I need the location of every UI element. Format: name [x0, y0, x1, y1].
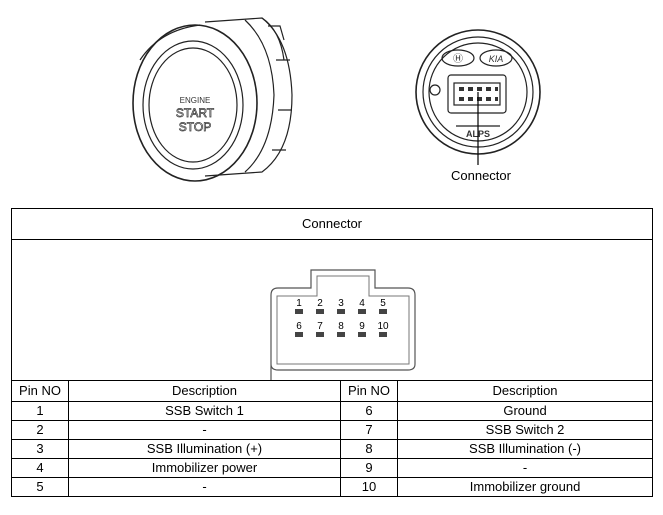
pin-contact	[358, 332, 366, 337]
pin-number-label: 4	[359, 298, 365, 309]
pin-number: 8	[340, 439, 398, 459]
connector-brand-left: Ⓗ	[453, 53, 463, 65]
header-description-left: Description	[68, 380, 341, 402]
pin-number-label: 9	[359, 321, 365, 332]
table-row: 1 SSB Switch 1 6 Ground	[11, 401, 654, 421]
pin-number: 3	[11, 439, 69, 459]
pin-description: -	[396, 458, 654, 478]
pin-number-label: 2	[317, 298, 323, 309]
table-row: 2 - 7 SSB Switch 2	[11, 420, 654, 440]
pin-contact	[295, 309, 303, 314]
pin-contact	[337, 309, 345, 314]
connector-brand-right: KIA	[489, 54, 504, 64]
pin-number: 2	[11, 420, 69, 440]
pin-contact	[379, 332, 387, 337]
connector-caption: Connector	[451, 168, 511, 183]
pin-description: Immobilizer power	[68, 458, 341, 478]
pin-number-label: 10	[377, 321, 389, 332]
pin-number: 10	[340, 477, 398, 497]
pin-contact	[337, 332, 345, 337]
connector-housing-inner	[276, 275, 410, 365]
header-description-right: Description	[396, 380, 654, 402]
pin-number: 7	[340, 420, 398, 440]
pin-number: 1	[11, 401, 69, 421]
pin-number-label: 5	[380, 298, 386, 309]
pin-description: -	[68, 477, 341, 497]
pin-number-label: 6	[296, 321, 302, 332]
pin-contact	[316, 309, 324, 314]
pin-number-label: 1	[296, 298, 302, 309]
start-stop-button-illustration	[132, 17, 293, 182]
pin-contact	[379, 309, 387, 314]
pin-number-label: 3	[338, 298, 344, 309]
pin-description: SSB Switch 2	[396, 420, 654, 440]
pin-description: Immobilizer ground	[396, 477, 654, 497]
pin-description: SSB Switch 1	[68, 401, 341, 421]
pin-number: 4	[11, 458, 69, 478]
table-row: 5 - 10 Immobilizer ground	[11, 477, 654, 497]
pin-number-label: 8	[338, 321, 344, 332]
pin-description: SSB Illumination (+)	[68, 439, 341, 459]
pin-number: 5	[11, 477, 69, 497]
pin-contact	[295, 332, 303, 337]
connector-pinout-diagram: 1 2 3 4 5 6 7 8 9 10	[270, 269, 416, 380]
pin-description: Ground	[396, 401, 654, 421]
pin-description: SSB Illumination (-)	[396, 439, 654, 459]
component-illustration: ENGINE START STOP Ⓗ KIA ALPS	[132, 17, 541, 182]
pin-contact	[316, 332, 324, 337]
table-title: Connector	[10, 208, 654, 240]
button-label-engine: ENGINE	[180, 96, 211, 105]
pin-number: 9	[340, 458, 398, 478]
header-pin-no-left: Pin NO	[11, 380, 69, 402]
button-label-stop: STOP	[179, 120, 211, 134]
pin-number-label: 7	[317, 321, 323, 332]
pin-number: 6	[340, 401, 398, 421]
connector-housing-outline	[270, 269, 416, 380]
connector-rear-pin-grid	[459, 87, 498, 101]
button-label-start: START	[176, 106, 215, 120]
table-row: 3 SSB Illumination (+) 8 SSB Illuminatio…	[11, 439, 654, 459]
connector-pinout-cell: 1 2 3 4 5 6 7 8 9 10	[10, 239, 654, 381]
header-pin-no-right: Pin NO	[340, 380, 398, 402]
pin-description: -	[68, 420, 341, 440]
pin-contact	[358, 309, 366, 314]
table-row: 4 Immobilizer power 9 -	[11, 458, 654, 478]
